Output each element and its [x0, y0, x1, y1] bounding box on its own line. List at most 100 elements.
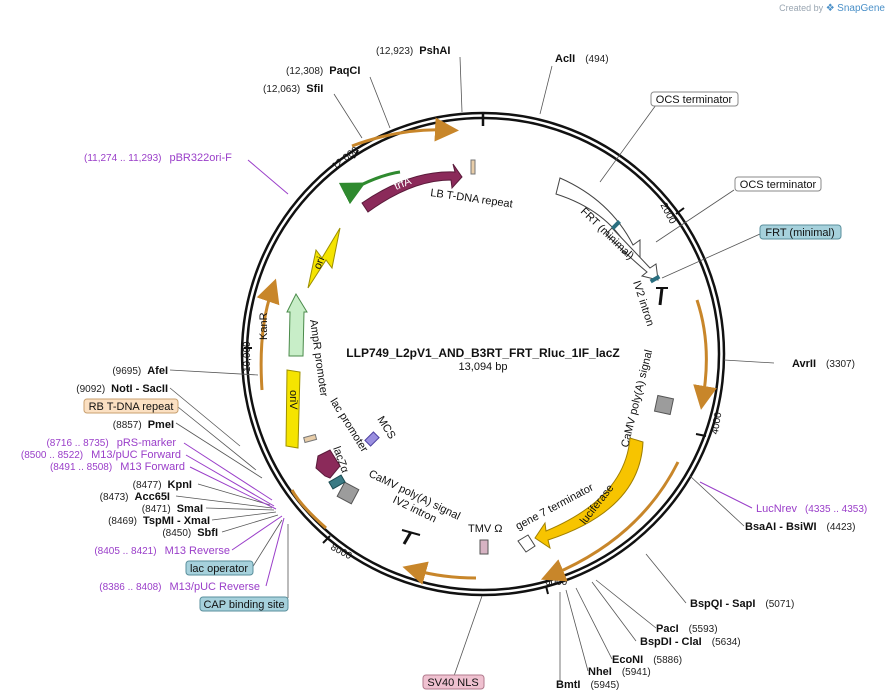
leader-nhei — [565, 589, 589, 672]
track-10000-region — [256, 278, 280, 391]
lac-promoter-label: lac promoter — [327, 396, 370, 454]
leader-avrii — [723, 359, 775, 364]
leader-m13-fwd — [189, 466, 277, 510]
leader-paci — [595, 579, 657, 629]
tick-6000 — [545, 585, 549, 595]
backbone — [240, 111, 726, 597]
leader-bspdi — [591, 581, 637, 642]
site-econi: EcoNI(5886) — [612, 654, 682, 666]
primer-prs-marker: (8716 .. 8735)pRS-marker — [46, 437, 176, 449]
site-tspmi-xmai: (8469)TspMI - XmaI — [108, 515, 210, 527]
tick-12000 — [353, 149, 359, 159]
primer-leader-lines — [183, 159, 753, 587]
lac-operator-marker — [328, 474, 346, 490]
site-sbfi: (8450)SbfI — [162, 527, 218, 539]
leader-acli — [539, 65, 553, 115]
box-ocs-terminator-1 — [650, 91, 739, 107]
box-ocs-terminator-1-label: OCS terminator — [656, 94, 733, 106]
frt-marker-1 — [611, 220, 621, 230]
leader-pshai — [459, 56, 463, 113]
mcs-marker — [364, 431, 380, 447]
site-acli: AclI(494) — [555, 53, 609, 65]
snapgene-brand-name: SnapGene — [837, 3, 885, 14]
tick-label-12000: 12,000 — [330, 145, 361, 173]
leader-m13puc-rev — [265, 517, 285, 587]
site-avrii: AvrII(3307) — [792, 358, 855, 370]
tick-label-6000: 6000 — [545, 577, 568, 588]
iv2-intron-label-1: IV2 intron — [630, 279, 656, 327]
track-sv40 — [402, 561, 477, 585]
leader-afei — [169, 369, 259, 376]
site-bspdi-clai: BspDI - ClaI(5634) — [640, 636, 741, 648]
primer-labels: (11,274 .. 11,293)pBR322ori-F (8716 .. 8… — [21, 152, 867, 593]
frt-marker-2 — [649, 274, 661, 284]
leader-tspmi — [211, 511, 277, 521]
primer-m13-reverse: (8405 .. 8421)M13 Reverse — [94, 545, 230, 557]
kanr-label: KanR — [258, 312, 270, 340]
orange-feature-tracks — [256, 117, 717, 585]
box-rb-tdna-label: RB T-DNA repeat — [89, 401, 174, 413]
leader-m13-rev — [231, 515, 283, 551]
iv2-intron-stem-1 — [658, 287, 664, 306]
leader-noti — [169, 387, 241, 447]
iv2-intron-stem-2 — [402, 531, 413, 545]
ampr-promoter-marker — [303, 433, 318, 444]
created-by-text: Created by — [779, 3, 824, 13]
box-cap-binding-label: CAP binding site — [203, 599, 284, 611]
site-sfii: (12,063)SfiI — [263, 83, 323, 95]
leader-ocs2 — [655, 189, 735, 243]
tick-label-8000: 8000 — [329, 542, 354, 562]
snapgene-branding: Created by ❖ SnapGene — [779, 3, 885, 14]
track-pbr322ori — [351, 117, 459, 148]
track-avrii-region — [693, 299, 717, 410]
ori-label: ori — [312, 255, 328, 271]
leader-pbr322ori-f — [247, 159, 289, 195]
kanr-arrow — [286, 292, 308, 357]
site-smai: (8471)SmaI — [142, 503, 203, 515]
oriv-arrow — [285, 369, 301, 449]
site-pshai: (12,923)PshAI — [376, 45, 450, 57]
tick-2000 — [675, 207, 685, 215]
site-pmei: (8857)PmeI — [113, 419, 174, 431]
leader-kpni — [197, 483, 271, 506]
leader-ocs1 — [599, 104, 657, 183]
leader-sfii — [333, 93, 363, 139]
trfA-label: trfA — [393, 175, 414, 193]
camv-polya-label-1: CaMV poly(A) signal — [619, 349, 655, 449]
leader-bsaai — [689, 475, 745, 527]
site-kpni: (8477)KpnI — [133, 479, 192, 491]
primer-lucnrev: LucNrev(4335 .. 4353) — [756, 503, 867, 515]
tmv-omega-label: TMV Ω — [468, 523, 503, 535]
tick-label-4000: 4000 — [710, 411, 725, 435]
leader-paqci — [369, 76, 391, 129]
box-cap-binding — [199, 596, 289, 612]
box-rb-tdna — [83, 398, 179, 414]
restriction-site-labels: (12,923)PshAI (12,308)PaqCI (12,063)SfiI… — [76, 45, 855, 691]
gene7-terminator-arrow — [517, 534, 536, 553]
site-noti-sacii: (9092)NotI - SacII — [76, 383, 168, 395]
tick-4000 — [695, 433, 707, 437]
leader-smai — [205, 507, 275, 511]
snapgene-logo-icon: ❖ — [825, 3, 835, 14]
box-frt-minimal — [759, 224, 842, 240]
primer-m13puc-reverse: (8386 .. 8408)M13/pUC Reverse — [99, 581, 260, 593]
plasmid-center: LLP749_L2pV1_AND_B3RT_FRT_Rluc_1IF_lacZ … — [346, 346, 619, 373]
leader-econi — [575, 587, 613, 660]
leader-lacop — [251, 519, 283, 569]
leader-sbfi — [221, 514, 279, 533]
primer-m13puc-forward: (8500 .. 8522)M13/pUC Forward — [21, 449, 181, 461]
lb-tdna-label: LB T-DNA repeat — [430, 187, 514, 210]
primer-m13-forward: (8491 .. 8508)M13 Forward — [50, 461, 185, 473]
tick-label-10000: 10,000 — [242, 341, 253, 372]
tick-label-2000: 2000 — [658, 201, 678, 226]
site-paci: PacI(5593) — [656, 623, 718, 635]
plasmid-size: 13,094 bp — [459, 361, 508, 373]
oriv-label: oriV — [287, 390, 299, 410]
tmv-omega-marker — [479, 539, 489, 555]
leader-lines — [169, 56, 775, 682]
box-lac-operator — [185, 560, 254, 576]
pbr322ori-f-arrow — [338, 170, 401, 205]
leader-acc65i — [175, 495, 273, 509]
lacz-alpha-arrow — [315, 449, 341, 479]
